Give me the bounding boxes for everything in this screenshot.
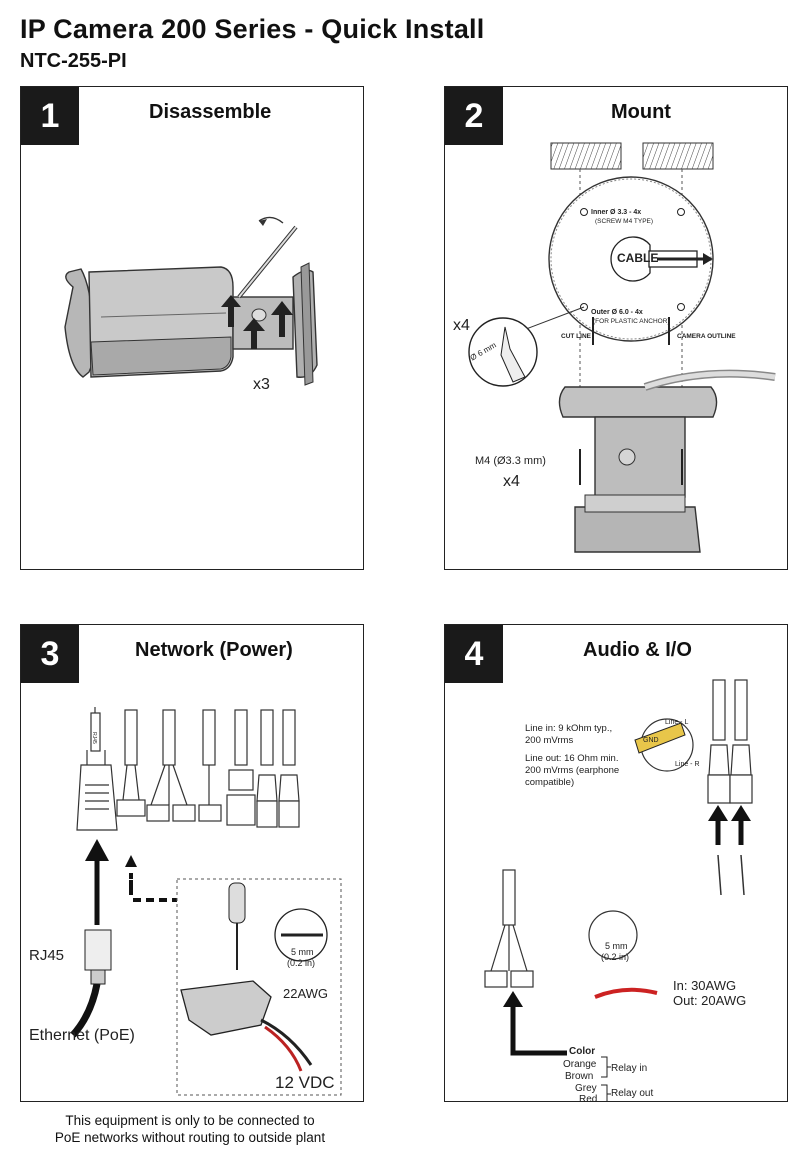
wiring-illustration (70, 707, 342, 1096)
inner-hole-label: Inner Ø 3.3 - 4x (591, 209, 642, 216)
screw-spec-label: M4 (Ø3.3 mm) (475, 455, 546, 467)
strip-length-label: 5 mm (291, 947, 314, 957)
step-number: 4 (445, 625, 503, 683)
page-title: IP Camera 200 Series - Quick Install (20, 14, 485, 44)
gnd-label: GND (643, 737, 659, 744)
strip-inch-label: (0.2 in) (287, 958, 316, 968)
color-orange: Orange (563, 1059, 597, 1070)
panel-network-power: 3 Network (Power) (20, 624, 364, 1102)
screw-count-label: x3 (253, 376, 270, 393)
ethernet-label: Ethernet (PoE) (29, 1027, 135, 1044)
footer-line-2: PoE networks without routing to outside … (54, 1130, 326, 1145)
line-in-spec: Line in: 9 kOhm typ., 200 mVrms (525, 723, 613, 746)
step-number: 2 (445, 87, 503, 145)
step-number: 3 (21, 625, 79, 683)
strip-inch-label: (0.2 in) (601, 952, 630, 962)
model-number: NTC-255-PI (20, 50, 127, 72)
panel-mount: 2 Mount (444, 86, 788, 570)
camera-disassemble-illustration (64, 216, 318, 386)
footer-note: This equipment is only to be connected t… (0, 1112, 380, 1146)
color-grey: Grey (575, 1083, 597, 1094)
rj45-label: RJ45 (29, 947, 65, 964)
awg-in-label: In: 30AWG (673, 978, 737, 993)
awg-out-label: Out: 20AWG (673, 993, 747, 1008)
strip-length-label: 5 mm (605, 941, 628, 951)
relay-out-label: Relay out (611, 1088, 654, 1099)
color-heading: Color (569, 1046, 596, 1057)
panel-disassemble: 1 Disassemble x3 (20, 86, 364, 570)
awg-label: 22AWG (283, 986, 329, 1001)
mount-template-illustration (468, 142, 776, 553)
color-red: Red (579, 1094, 598, 1102)
panel-title: Mount (611, 101, 671, 123)
panel-audio-io: 4 Audio & I/O (444, 624, 788, 1102)
screw-count-label: x4 (503, 473, 520, 490)
line-r-label: Line - R (675, 761, 700, 768)
line-out-spec: Line out: 16 Ohm min. 200 mVrms (earphon… (525, 753, 620, 788)
panel-title: Disassemble (149, 101, 272, 123)
color-brown: Brown (565, 1071, 594, 1082)
outer-hole-label: Outer Ø 6.0 - 4x (591, 309, 643, 316)
cable-label: CABLE (617, 251, 659, 265)
drill-count-label: x4 (453, 317, 470, 334)
vdc-label: 12 VDC (275, 1073, 335, 1092)
panel-title: Audio & I/O (583, 639, 692, 661)
outer-hole-sublabel: (FOR PLASTIC ANCHOR) (593, 318, 670, 325)
audio-io-illustration (484, 679, 753, 1101)
line-l-label: Line - L (665, 719, 689, 726)
step-number: 1 (21, 87, 79, 145)
cut-line-label: CUT LINE (561, 333, 591, 340)
camera-outline-label: CAMERA OUTLINE (677, 333, 736, 340)
relay-in-label: Relay in (611, 1063, 648, 1074)
panel-title: Network (Power) (135, 639, 293, 661)
tag-rj45: RJ45 (90, 732, 97, 744)
inner-hole-sublabel: (SCREW M4 TYPE) (595, 218, 654, 225)
footer-line-1: This equipment is only to be connected t… (65, 1113, 315, 1128)
